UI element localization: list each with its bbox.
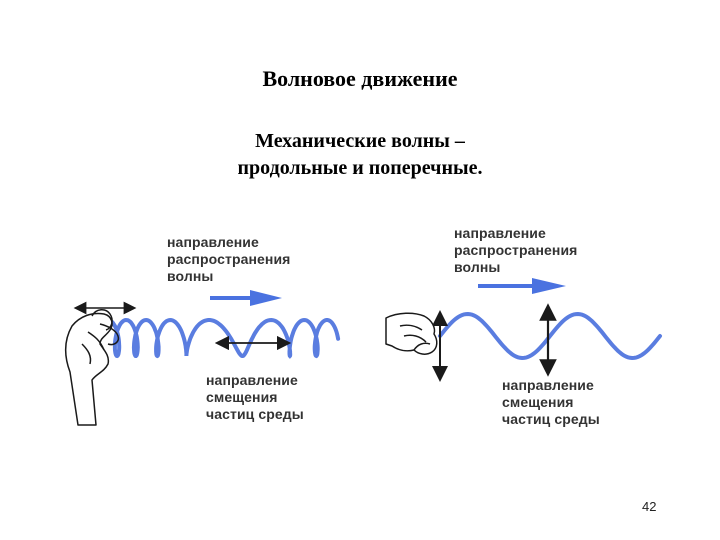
spring-coil	[107, 317, 341, 359]
propagation-arrow-right	[478, 278, 566, 294]
page-number: 42	[642, 499, 657, 514]
longitudinal-wave-group	[65, 290, 341, 426]
slide-subtitle: Механические волны – продольные и попере…	[0, 128, 720, 182]
subtitle-line-2: продольные и поперечные.	[237, 157, 483, 179]
propagation-arrow-left	[210, 290, 282, 306]
transverse-wave-group	[385, 278, 662, 382]
left-displacement-label: направление смещения частиц среды	[206, 372, 304, 422]
sine-wave	[438, 311, 662, 361]
right-propagation-label: направление распространения волны	[454, 225, 578, 275]
subtitle-line-1: Механические волны –	[255, 130, 465, 152]
right-displacement-label: направление смещения частиц среды	[502, 377, 600, 427]
slide-title: Волновое движение	[262, 66, 458, 91]
hand-left-icon	[65, 309, 120, 426]
hand-right-icon	[385, 312, 438, 355]
left-propagation-label: направление распространения волны	[167, 234, 291, 284]
